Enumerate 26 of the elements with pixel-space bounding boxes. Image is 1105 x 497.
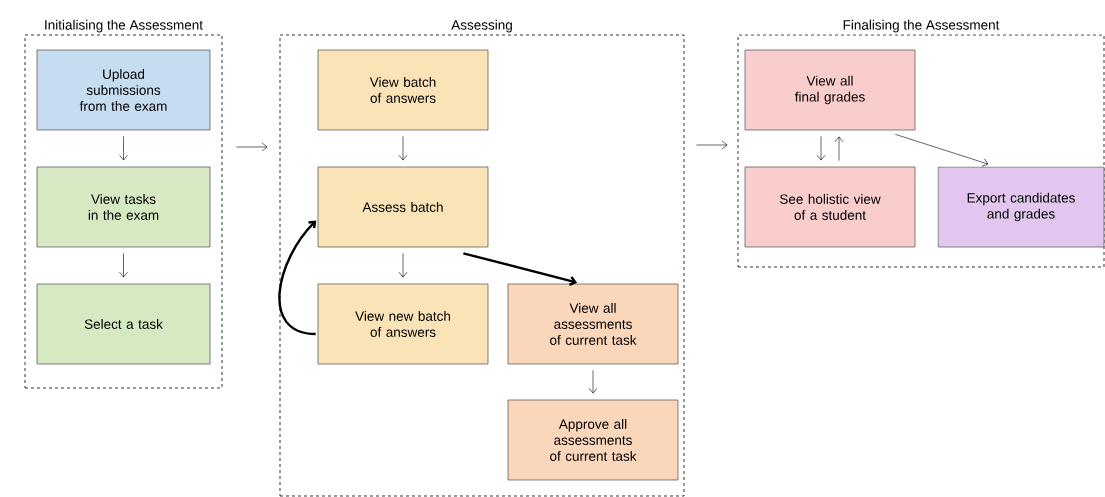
arrow xyxy=(895,134,989,167)
arrow xyxy=(236,142,268,152)
arrow xyxy=(119,136,128,161)
arrow xyxy=(398,136,408,161)
process-box: Export candidates and grades xyxy=(937,166,1105,248)
arrow xyxy=(278,220,317,336)
process-box: Upload submissions from the exam xyxy=(36,49,211,131)
arrow xyxy=(463,252,578,286)
process-box: Approve all assessments of current task xyxy=(507,399,679,481)
arrow xyxy=(588,370,598,394)
node-label: Finalising the Assessment xyxy=(843,19,1000,33)
arrow xyxy=(816,136,826,161)
process-box: Assess batch xyxy=(317,166,489,248)
process-box: View all assessments of current task xyxy=(507,283,679,365)
arrow xyxy=(119,253,128,278)
arrow xyxy=(398,253,408,278)
process-box: View tasks in the exam xyxy=(36,166,211,248)
process-box: View batch of answers xyxy=(317,49,489,131)
process-box: Select a task xyxy=(36,283,211,365)
process-box: View new batch of answers xyxy=(317,283,489,365)
node-label: Initialising the Assessment xyxy=(45,19,203,33)
arrow xyxy=(696,140,728,150)
process-box: View all final grades xyxy=(744,49,916,131)
node-label: Assessing xyxy=(451,19,512,33)
arrow xyxy=(834,136,844,161)
process-box: See holistic view of a student xyxy=(744,166,916,248)
